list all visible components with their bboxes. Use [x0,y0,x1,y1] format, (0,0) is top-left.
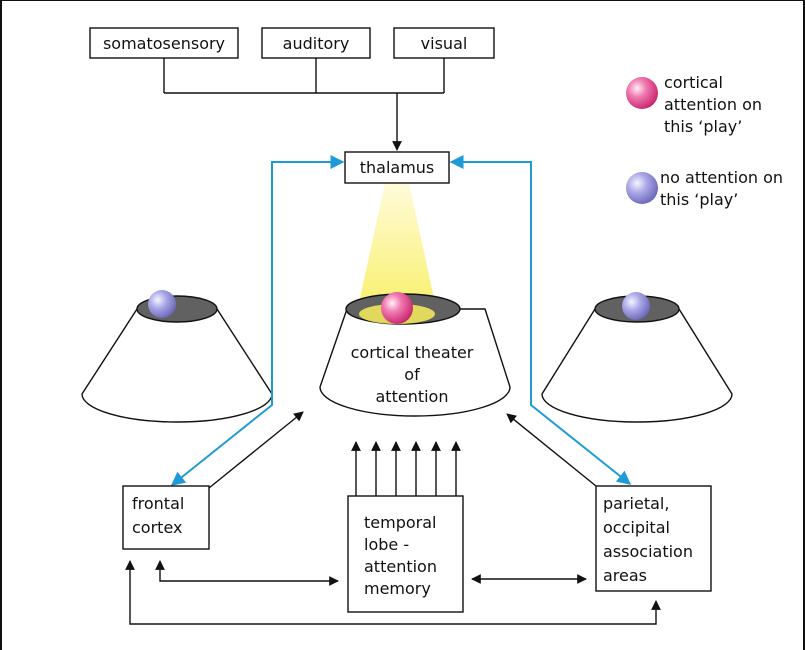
auditory-label: auditory [283,34,350,53]
attention-sphere-icon [626,77,658,109]
somatosensory-label: somatosensory [103,34,225,53]
legend: cortical attention on this ‘play’ no att… [626,73,783,209]
thalamus-box: thalamus [344,151,450,184]
legend-attention-line1: cortical [664,73,723,92]
legend-attention-line3: this ‘play’ [664,117,742,136]
central-theater-label-line1: cortical theater [351,343,474,362]
temporal-lobe-box: temporal lobe - attention memory [347,495,464,613]
temporal-label-line2: lobe - [364,535,409,554]
thalamo-cortical-loop-left [170,155,345,486]
thalamo-cortical-loop-right [449,155,632,485]
frontal-label-line2: cortex [132,518,182,537]
parietal-label-line4: areas [603,566,647,585]
visual-box: visual [393,27,495,59]
parietal-theater-arrow [506,413,597,487]
central-theater-stage: cortical theater of attention [319,292,511,417]
auditory-box: auditory [261,27,371,59]
right-theater-stage [541,292,733,423]
frontal-cortex-box: frontal cortex [122,485,210,550]
frontal-label-line1: frontal [132,494,184,513]
left-theater-sphere-icon [148,290,176,318]
frontal-theater-arrow [208,411,304,489]
left-theater-stage [81,290,273,423]
somatosensory-box: somatosensory [89,27,239,59]
sensory-convergence-connector [163,58,445,151]
frontal-temporal-connection [155,560,339,586]
central-theater-label-line2: of [404,365,420,384]
central-theater-label-line3: attention [376,387,449,406]
thalamus-label: thalamus [360,158,435,177]
legend-no-attention-line2: this ‘play’ [660,190,738,209]
frontal-parietal-connection [125,560,661,625]
temporal-to-theater-arrows [351,441,461,496]
parietal-label-line2: occipital [603,518,670,537]
temporal-label-line4: memory [364,579,431,598]
legend-no-attention-item: no attention on this ‘play’ [626,168,783,209]
central-theater-sphere-icon [381,292,413,324]
visual-label: visual [421,34,468,53]
right-theater-sphere-icon [622,292,650,320]
temporal-label-line3: attention [364,557,437,576]
parietal-label-line3: association [603,542,693,561]
temporal-label-line1: temporal [364,513,436,532]
legend-no-attention-line1: no attention on [660,168,783,187]
parietal-label-line1: parietal, [603,494,669,513]
legend-attention-line2: attention on [664,95,762,114]
parietal-occipital-box: parietal, occipital association areas [595,485,712,592]
no-attention-sphere-icon [626,172,658,204]
legend-attention-item: cortical attention on this ‘play’ [626,73,762,136]
attention-spotlight-beam [357,183,437,312]
